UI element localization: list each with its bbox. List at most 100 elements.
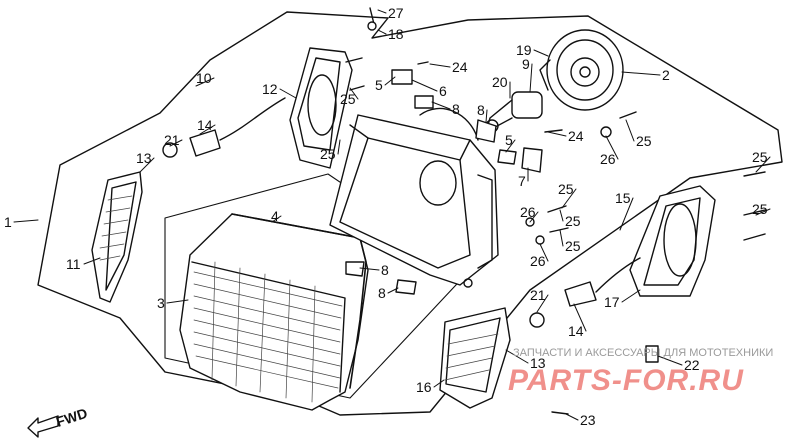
leader-line	[139, 157, 155, 173]
callout-22: 22	[684, 357, 700, 373]
callout-25: 25	[752, 149, 768, 165]
leader-line	[384, 76, 396, 86]
leader-line	[573, 303, 587, 332]
leader-line	[429, 63, 451, 68]
leader-line	[505, 349, 529, 364]
leader-line	[547, 131, 567, 137]
callout-25: 25	[340, 91, 356, 107]
leader-line	[166, 299, 189, 304]
leader-line	[621, 71, 661, 76]
leader-line	[657, 355, 683, 366]
leader-line	[539, 243, 549, 262]
callout-13: 13	[530, 355, 546, 371]
callout-4: 4	[271, 208, 279, 224]
socket-cover-part	[539, 29, 624, 111]
callout-8: 8	[381, 262, 389, 278]
callout-11: 11	[66, 256, 81, 272]
callout-27: 27	[388, 5, 404, 21]
leader-line	[529, 211, 539, 223]
headlight-group-boundary	[164, 173, 471, 399]
leader-line	[625, 119, 635, 142]
leader-line	[561, 188, 577, 209]
leader-line	[13, 219, 39, 223]
leader-line	[279, 88, 297, 99]
leader-line	[359, 267, 380, 271]
leader-line	[505, 139, 516, 153]
callout-8: 8	[452, 101, 460, 117]
leader-line	[83, 257, 101, 265]
right-turn-signal-housing-part	[629, 185, 716, 297]
leader-line	[605, 135, 619, 160]
callout-18: 18	[388, 26, 404, 42]
leader-line	[411, 79, 438, 92]
callout-2: 2	[662, 67, 670, 83]
callout-23: 23	[580, 412, 596, 428]
callout-25: 25	[320, 146, 336, 162]
leader-line	[195, 77, 215, 87]
watermark-brand: PARTS-FOR.RU	[508, 364, 744, 397]
headlight-lens-part	[179, 213, 369, 411]
leader-line	[529, 63, 533, 93]
callout-21: 21	[164, 132, 180, 148]
callout-25: 25	[565, 213, 581, 229]
callout-8: 8	[477, 102, 485, 118]
callout-19: 19	[516, 42, 532, 58]
leader-line	[533, 49, 549, 57]
callout-25: 25	[636, 133, 652, 149]
callout-25: 25	[558, 181, 574, 197]
leader-line	[565, 413, 579, 421]
leader-line	[199, 124, 216, 135]
callout-1: 1	[4, 214, 12, 230]
headlight-case-part	[329, 107, 499, 288]
callout-16: 16	[416, 379, 432, 395]
fwd-arrow-icon	[27, 415, 59, 438]
callout-6: 6	[439, 83, 447, 99]
left-turn-signal-lens-part	[91, 171, 143, 303]
callout-17: 17	[604, 294, 620, 310]
headlight-rim-part	[231, 213, 367, 389]
leader-line	[619, 197, 634, 231]
callout-26: 26	[600, 151, 616, 167]
callout-7: 7	[518, 173, 526, 189]
callout-25: 25	[565, 238, 581, 254]
leader-line	[485, 109, 488, 123]
leader-line	[755, 156, 771, 173]
right-turn-signal-lens-part	[439, 307, 511, 409]
leader-lines	[13, 9, 771, 421]
assembly-boundary	[37, 11, 783, 416]
leader-line	[349, 87, 359, 100]
callout-20: 20	[492, 74, 508, 90]
callout-21: 21	[530, 287, 546, 303]
callout-26: 26	[530, 253, 546, 269]
callout-25: 25	[752, 201, 768, 217]
callout-5: 5	[375, 77, 383, 93]
leader-line	[337, 139, 341, 155]
leader-line	[621, 289, 641, 303]
leader-line	[271, 215, 282, 223]
callout-3: 3	[157, 295, 165, 311]
callout-26: 26	[520, 204, 536, 220]
right-bulb-socket-part	[529, 257, 641, 328]
leader-line	[536, 294, 549, 313]
callout-9: 9	[522, 56, 530, 72]
left-bulb-socket-part	[162, 97, 286, 158]
watermark-tagline: ЗАПЧАСТИ И АКСЕССУАРЫ ДЛЯ МОТОТЕХНИКИ	[513, 347, 773, 359]
fwd-label: FWD	[54, 405, 89, 430]
leader-line	[559, 229, 564, 247]
callout-8: 8	[378, 285, 386, 301]
callout-14: 14	[197, 117, 213, 133]
leader-line	[755, 208, 771, 216]
leader-line	[559, 209, 564, 222]
callout-24: 24	[452, 59, 468, 75]
leader-line	[169, 139, 183, 147]
leader-line	[377, 9, 387, 14]
callout-10: 10	[196, 70, 212, 86]
callout-15: 15	[615, 190, 631, 206]
callout-14: 14	[568, 323, 584, 339]
leader-line	[433, 379, 445, 388]
leader-line	[387, 287, 399, 294]
callout-13: 13	[136, 150, 152, 166]
